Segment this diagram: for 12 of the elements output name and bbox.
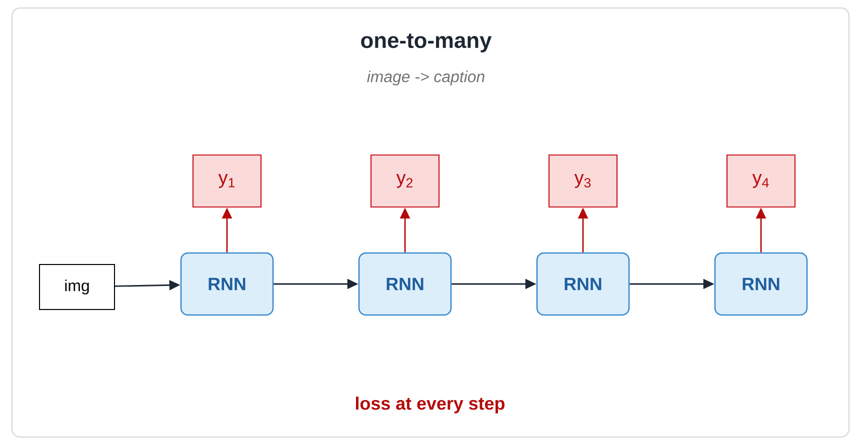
input-box: img [39,264,115,310]
subtitle: image -> caption [367,70,484,86]
output-box: y$_{4}$ [726,154,796,208]
title: one-to-many [361,34,492,52]
rnn-box: RNN [536,252,630,316]
output-box: y$_{2}$ [370,154,440,208]
rnn-box: RNN [358,252,452,316]
output-box: y$_{1}$ [192,154,262,208]
output-box: y$_{3}$ [548,154,618,208]
rnn-box: RNN [714,252,808,316]
note: loss at every step [356,396,504,414]
rnn-box: RNN [180,252,274,316]
